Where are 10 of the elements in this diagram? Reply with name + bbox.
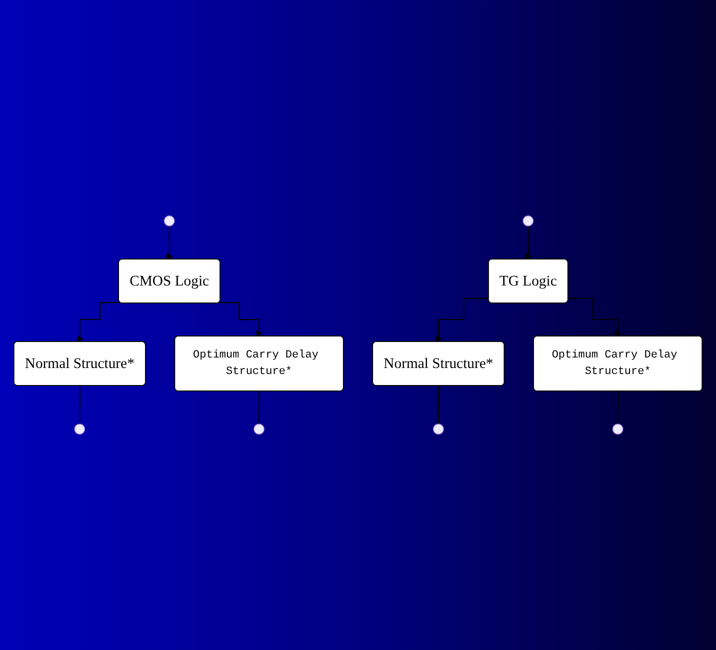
connector xyxy=(438,385,440,425)
arrow xyxy=(568,298,622,337)
arrow xyxy=(219,302,263,337)
connector xyxy=(617,390,619,425)
connector xyxy=(79,385,81,425)
connector xyxy=(258,390,260,425)
arrow xyxy=(525,225,532,260)
arrow xyxy=(436,298,489,342)
arrow xyxy=(166,225,173,260)
arrow xyxy=(76,302,120,342)
